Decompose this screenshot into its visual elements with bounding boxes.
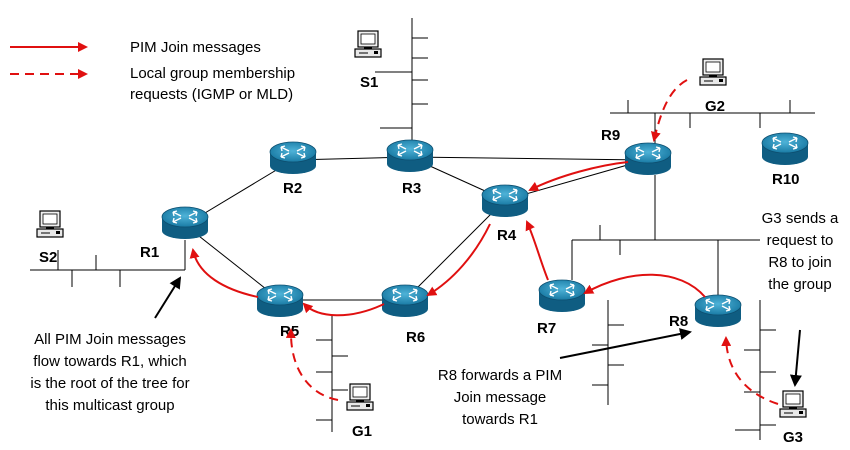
- callout-arrow-to-r8: [559, 328, 692, 359]
- join-arrow-r4-r6: [426, 223, 491, 297]
- label-r3: R3: [402, 180, 421, 197]
- note-r8-line1: R8 forwards a PIM: [438, 367, 562, 384]
- host-g1-computer-icon: [346, 383, 374, 411]
- request-arrow-g1-r5: [285, 328, 339, 401]
- label-g1: G1: [352, 423, 372, 440]
- label-r9: R9: [601, 127, 620, 144]
- request-arrow-g2-r9: [651, 79, 688, 142]
- callout-arrow-to-g3: [789, 329, 802, 387]
- host-s1-computer-icon: [354, 30, 382, 58]
- router-r10: [761, 132, 809, 166]
- membership-request-arrows: [285, 79, 779, 405]
- legend-dashed-label-line2: requests (IGMP or MLD): [130, 86, 293, 103]
- note-g3-line3: R8 to join: [768, 254, 831, 271]
- note-g3-line2: request to: [767, 232, 834, 249]
- label-g3: G3: [783, 429, 803, 446]
- label-r8: R8: [669, 313, 688, 330]
- label-r1: R1: [140, 244, 159, 261]
- router-r5: [256, 284, 304, 318]
- note-g3-line4: the group: [768, 276, 831, 293]
- label-r2: R2: [283, 180, 302, 197]
- label-r7: R7: [537, 320, 556, 337]
- router-r7: [538, 279, 586, 313]
- router-r8: [694, 294, 742, 328]
- note-r8-forwards: R8 forwards a PIM Join message towards R…: [438, 367, 562, 428]
- network-links: [30, 18, 815, 440]
- router-r3: [386, 139, 434, 173]
- note-g3-line1: G3 sends a: [762, 210, 839, 227]
- router-r4: [481, 184, 529, 218]
- router-r2: [269, 141, 317, 175]
- note-root-line4: this multicast group: [45, 397, 174, 414]
- label-r10: R10: [772, 171, 800, 188]
- legend: PIM Join messages Local group membership…: [10, 39, 295, 103]
- note-g3-request: G3 sends a request to R8 to join the gro…: [762, 210, 839, 293]
- join-arrow-r5-r1: [189, 248, 259, 298]
- label-g2: G2: [705, 98, 725, 115]
- legend-dashed-label-line1: Local group membership: [130, 65, 295, 82]
- pim-join-arrows: [189, 161, 706, 317]
- host-s2-computer-icon: [36, 210, 64, 238]
- note-root: All PIM Join messages flow towards R1, w…: [30, 331, 189, 414]
- note-root-line3: is the root of the tree for: [30, 375, 189, 392]
- label-r5: R5: [280, 323, 299, 340]
- router-r6: [381, 284, 429, 318]
- note-r8-line3: towards R1: [462, 411, 538, 428]
- join-arrow-r9-r4: [528, 161, 629, 191]
- callout-arrow-to-r1: [154, 276, 182, 319]
- router-r9: [624, 142, 672, 176]
- note-root-line1: All PIM Join messages: [34, 331, 186, 348]
- join-arrow-r8-r7: [583, 273, 706, 298]
- router-r1: [161, 206, 209, 240]
- legend-solid-label: PIM Join messages: [130, 39, 261, 56]
- join-arrow-r6-r5: [302, 302, 385, 317]
- label-r6: R6: [406, 329, 425, 346]
- label-r4: R4: [497, 227, 517, 244]
- join-arrow-r7-r4: [525, 220, 549, 281]
- note-r8-line2: Join message: [454, 389, 547, 406]
- note-root-line2: flow towards R1, which: [33, 353, 186, 370]
- host-g2-computer-icon: [699, 58, 727, 86]
- label-s1: S1: [360, 74, 378, 91]
- host-g3-computer-icon: [779, 390, 807, 418]
- label-s2: S2: [39, 249, 57, 266]
- request-arrow-g3-r8: [721, 336, 779, 405]
